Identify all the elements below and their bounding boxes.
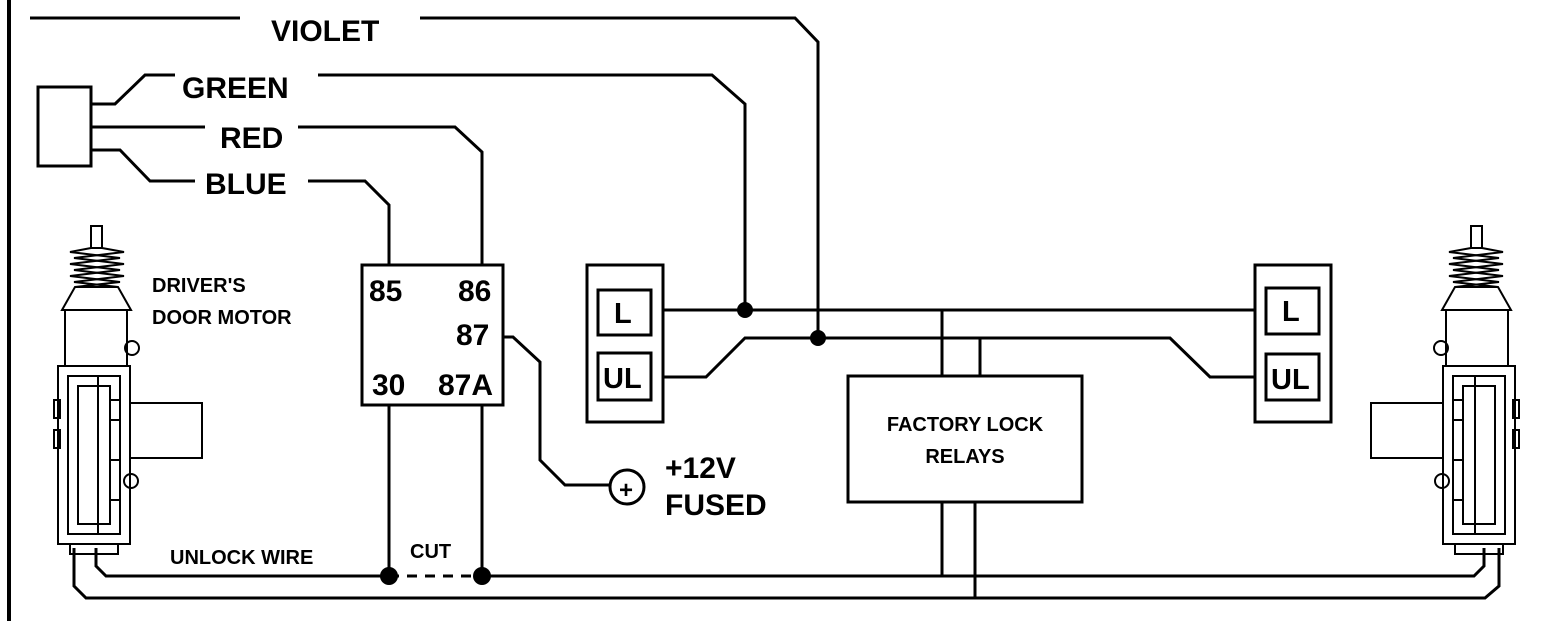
blue-label: BLUE [205,168,287,201]
factory-relays-box [846,374,1084,504]
relay-box [360,263,505,407]
lock-wire [72,548,1501,600]
right-switch-lock [1264,286,1321,336]
cut-junction-right [473,567,491,585]
unlock-wire-label: UNLOCK WIRE [170,547,313,569]
power-plus: + [619,477,633,504]
unlock-wire-right [482,548,1486,578]
left-switch-unlock-label: UL [603,363,642,395]
driver-door-motor-icon [53,225,203,555]
unlock-bus [663,336,1255,379]
left-switch-lock [596,288,653,337]
unlock-wire-left [94,548,389,578]
blue-wire [91,148,391,265]
harness-connector [36,85,93,168]
driver-motor-label-1: DRIVER'S [152,275,246,297]
pin-87-lead [503,335,611,487]
relay-pin-87a: 87A [438,369,493,402]
factory-relays-label-2: RELAYS [925,446,1004,468]
factory-relays-label-1: FACTORY LOCK [887,414,1044,436]
left-switch-unlock [596,351,653,402]
red-wire [91,125,484,265]
violet-wire [30,16,820,338]
right-switch-lock-label: L [1282,296,1300,328]
green-junction [737,302,753,318]
right-switch-unlock [1264,352,1321,402]
violet-junction [810,330,826,346]
power-symbol [608,468,646,506]
left-switch-lock-label: L [614,298,632,330]
cut-label: CUT [410,541,451,563]
passenger-door-motor-icon [1370,225,1520,555]
driver-motor-label-2: DOOR MOTOR [152,307,292,329]
green-label: GREEN [182,72,289,105]
red-label: RED [220,122,283,155]
relay-pin-85: 85 [369,275,402,308]
right-switch-unlock-label: UL [1271,364,1310,396]
relay-pin-30: 30 [372,369,405,402]
cut-junction-left [380,567,398,585]
power-label-2: FUSED [665,489,767,522]
relay-pin-86: 86 [458,275,491,308]
green-wire [91,73,747,310]
power-label-1: +12V [665,452,736,485]
relay-pin-87: 87 [456,319,489,352]
violet-label: VIOLET [271,15,379,48]
